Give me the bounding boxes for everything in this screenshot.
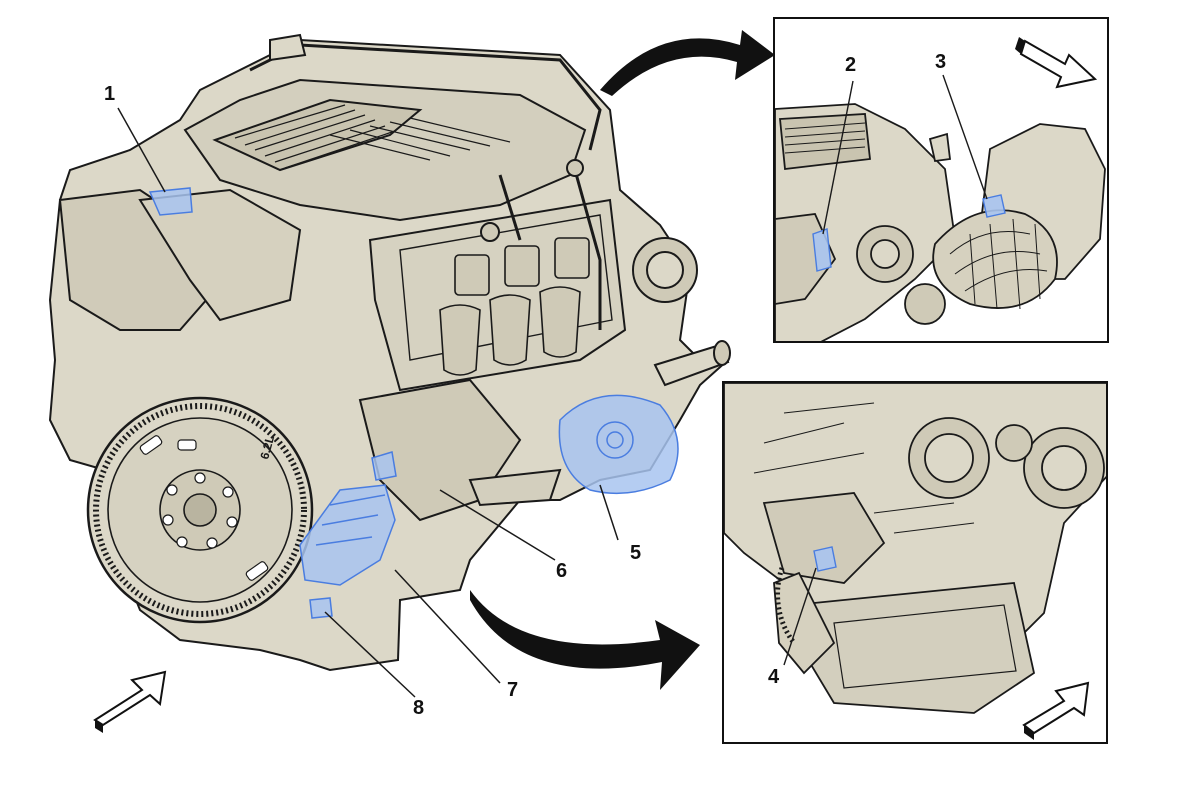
callout-6: 6 <box>556 560 568 582</box>
direction-arrow-icon <box>93 670 167 733</box>
component-1-highlight <box>148 187 193 216</box>
callout-7: 7 <box>507 679 519 701</box>
component-4-highlight <box>813 546 837 572</box>
direction-arrow-icon <box>1022 681 1090 740</box>
inset-view-top: 2 3 <box>773 17 1109 343</box>
callout-1: 1 <box>104 83 116 105</box>
flywheel <box>86 396 314 624</box>
inset-view-bottom: 4 <box>722 381 1108 744</box>
curved-arrow-icon <box>470 590 700 690</box>
callout-3: 3 <box>935 51 947 73</box>
callout-8: 8 <box>413 697 425 719</box>
highlighted-components <box>148 187 679 619</box>
starter-highlight <box>299 484 396 586</box>
callout-2: 2 <box>845 54 857 76</box>
generator-highlight <box>558 394 679 495</box>
callout-5: 5 <box>630 542 642 564</box>
component-6-highlight <box>371 451 397 481</box>
direction-arrow-icon <box>1015 37 1098 89</box>
curved-arrow-icon <box>600 30 775 96</box>
inset-top-illustration <box>775 37 1106 341</box>
engine-stamp: 6.2L <box>257 434 277 461</box>
component-2-highlight <box>812 228 832 272</box>
callout-4: 4 <box>768 666 780 688</box>
inset-bottom-illustration <box>724 383 1106 740</box>
leader-lines <box>117 107 619 698</box>
component-3-highlight <box>982 194 1006 218</box>
